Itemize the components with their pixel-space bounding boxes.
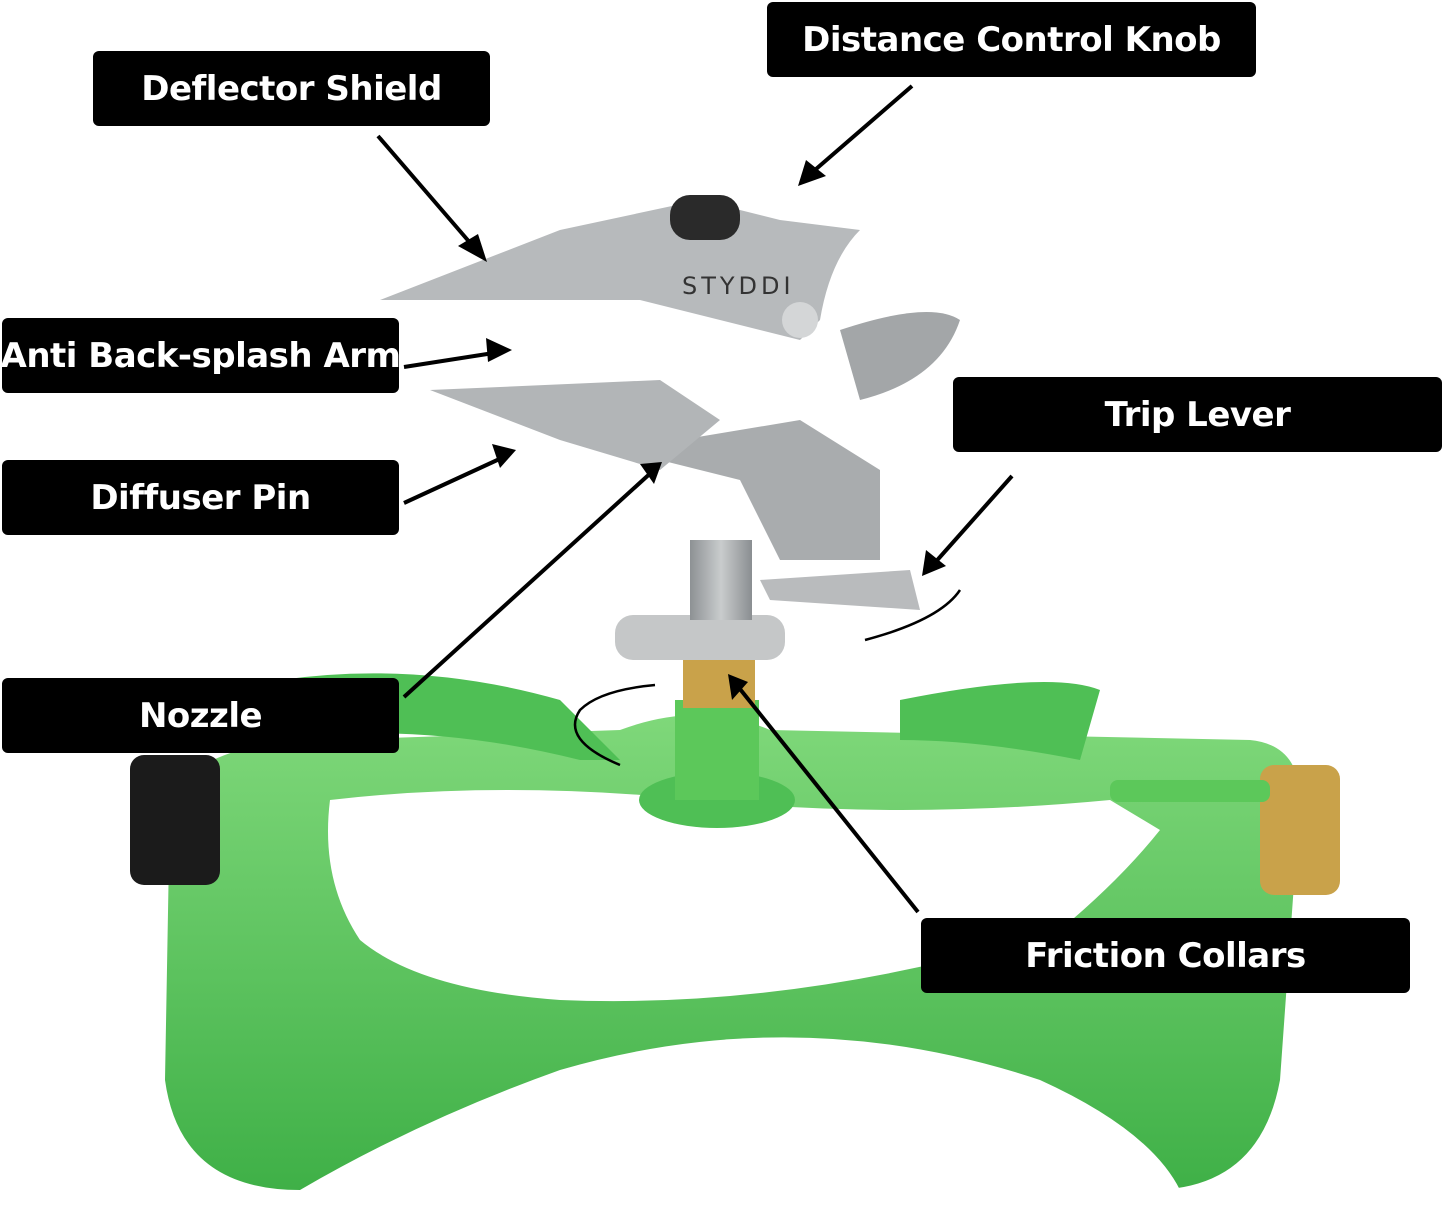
label-deflector-shield: Deflector Shield <box>93 51 490 126</box>
label-anti-back-splash-arm: Anti Back-splash Arm <box>1 318 401 393</box>
label-trip-lever: Trip Lever <box>953 377 1442 452</box>
brand-mark: STYDDI <box>682 272 795 300</box>
label-distance-control-knob: Distance Control Knob <box>767 2 1256 77</box>
label-friction-collars: Friction Collars <box>921 918 1410 993</box>
label-nozzle: Nozzle <box>2 678 399 753</box>
label-diffuser-pin: Diffuser Pin <box>2 460 399 535</box>
